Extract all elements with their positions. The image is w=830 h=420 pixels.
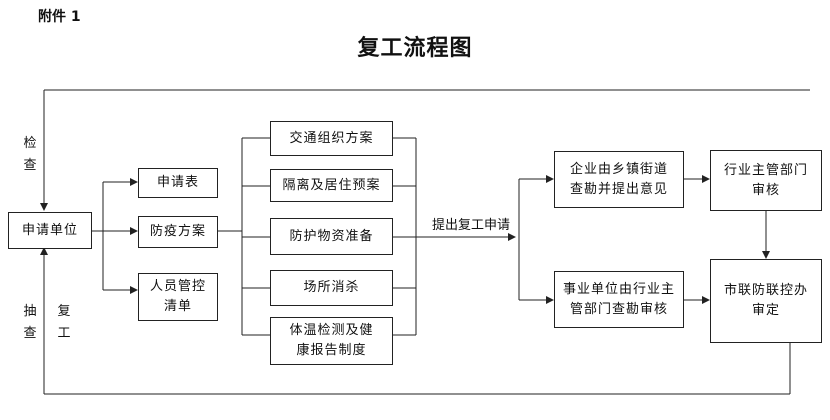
check-label: 检查: [23, 136, 37, 173]
industry-dept-box: 行业主管部门 审核: [710, 150, 822, 211]
isolation-plan-box: 隔离及居住预案: [270, 169, 393, 202]
site-disinfection-box: 场所消杀: [270, 270, 393, 306]
submit-label: 提出复工申请: [432, 218, 511, 233]
protective-supplies-box: 防护物资准备: [270, 218, 393, 255]
resume-label: 复工: [57, 304, 71, 341]
institution-review-box: 事业单位由行业主 管部门查勘审核: [554, 271, 684, 328]
attachment-label: 附件 1: [38, 9, 81, 25]
spot-check-label: 抽查: [23, 304, 37, 341]
application-form-box: 申请表: [138, 168, 218, 198]
diagram-title: 复工流程图: [357, 36, 473, 61]
traffic-plan-box: 交通组织方案: [270, 121, 393, 156]
prevention-plan-box: 防疫方案: [138, 216, 218, 248]
city-office-box: 市联防联控办 审定: [710, 259, 822, 343]
applicant-box: 申请单位: [8, 212, 92, 249]
temperature-system-box: 体温检测及健 康报告制度: [270, 317, 393, 365]
personnel-list-box: 人员管控 清单: [138, 273, 218, 321]
enterprise-review-box: 企业由乡镇街道 查勘并提出意见: [554, 151, 684, 208]
